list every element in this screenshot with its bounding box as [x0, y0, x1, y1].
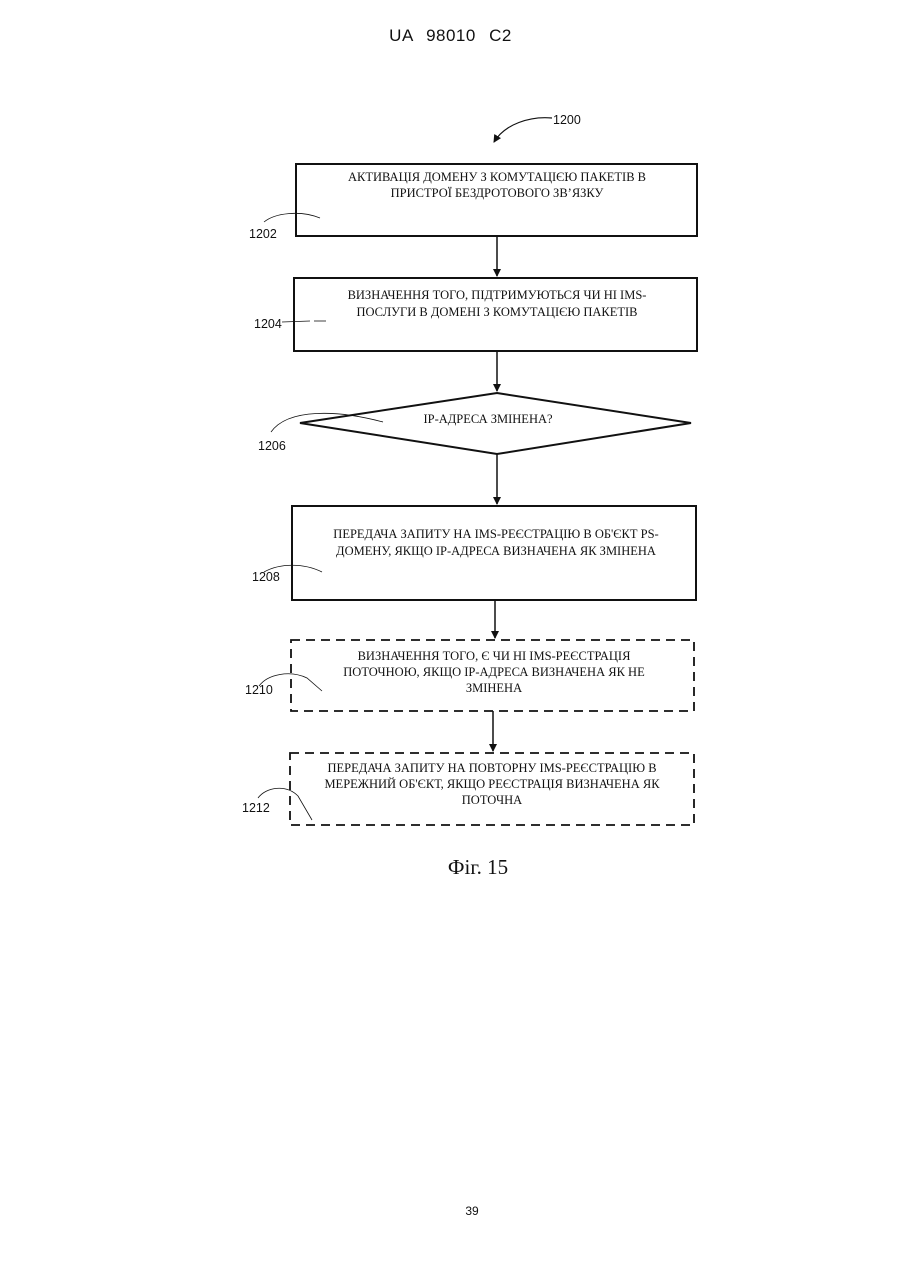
step-1212-line-2: МЕРЕЖНИЙ ОБ'ЄКТ, ЯКЩО РЕЄСТРАЦІЯ ВИЗНАЧЕ…	[324, 777, 660, 791]
step-1212-ref: 1212	[242, 801, 270, 815]
step-1212: ПЕРЕДАЧА ЗАПИТУ НА ПОВТОРНУ IMS-РЕЄСТРАЦ…	[242, 753, 694, 825]
step-1204-line-1: ВИЗНАЧЕННЯ ТОГО, ПІДТРИМУЮТЬСЯ ЧИ НІ IMS…	[348, 288, 647, 302]
step-1212-line-1: ПЕРЕДАЧА ЗАПИТУ НА ПОВТОРНУ IMS-РЕЄСТРАЦ…	[327, 761, 656, 775]
step-1206: IP-АДРЕСА ЗМІНЕНА? 1206	[258, 393, 691, 454]
figure-caption: Фіг. 15	[0, 855, 901, 880]
step-1210: ВИЗНАЧЕННЯ ТОГО, Є ЧИ НІ IMS-РЕЄСТРАЦІЯ …	[245, 640, 694, 711]
step-1202: АКТИВАЦІЯ ДОМЕНУ З КОМУТАЦІЄЮ ПАКЕТІВ В …	[249, 164, 697, 241]
step-1208-ref: 1208	[252, 570, 280, 584]
figure-ref-label: 1200	[553, 113, 581, 127]
page-number: 39	[0, 1204, 901, 1218]
step-1210-line-3: ЗМІНЕНА	[466, 681, 522, 695]
step-1210-line-1: ВИЗНАЧЕННЯ ТОГО, Є ЧИ НІ IMS-РЕЄСТРАЦІЯ	[358, 649, 631, 663]
step-1206-leader	[271, 413, 383, 432]
figure-ref-1200: 1200	[494, 113, 581, 142]
step-1208-line-2: ДОМЕНУ, ЯКЩО IP-АДРЕСА ВИЗНАЧЕНА ЯК ЗМІН…	[336, 544, 656, 558]
step-1204-leader	[282, 321, 310, 322]
step-1212-line-3: ПОТОЧНА	[462, 793, 522, 807]
step-1202-line-2: ПРИСТРОЇ БЕЗДРОТОВОГО ЗВ’ЯЗКУ	[391, 186, 604, 200]
step-1202-line-1: АКТИВАЦІЯ ДОМЕНУ З КОМУТАЦІЄЮ ПАКЕТІВ В	[348, 170, 646, 184]
step-1206-ref: 1206	[258, 439, 286, 453]
step-1208-line-1: ПЕРЕДАЧА ЗАПИТУ НА IMS-РЕЄСТРАЦІЮ В ОБ'Є…	[333, 527, 658, 541]
step-1204-ref: 1204	[254, 317, 282, 331]
step-1208: ПЕРЕДАЧА ЗАПИТУ НА IMS-РЕЄСТРАЦІЮ В ОБ'Є…	[252, 506, 696, 600]
step-1204: ВИЗНАЧЕННЯ ТОГО, ПІДТРИМУЮТЬСЯ ЧИ НІ IMS…	[254, 278, 697, 351]
step-1206-question: IP-АДРЕСА ЗМІНЕНА?	[423, 412, 553, 426]
step-1210-line-2: ПОТОЧНОЮ, ЯКЩО IP-АДРЕСА ВИЗНАЧЕНА ЯК НЕ	[343, 665, 645, 679]
step-1202-ref: 1202	[249, 227, 277, 241]
step-1202-leader	[264, 213, 320, 222]
step-1210-ref: 1210	[245, 683, 273, 697]
step-1204-line-2: ПОСЛУГИ В ДОМЕНІ З КОМУТАЦІЄЮ ПАКЕТІВ	[356, 305, 637, 319]
